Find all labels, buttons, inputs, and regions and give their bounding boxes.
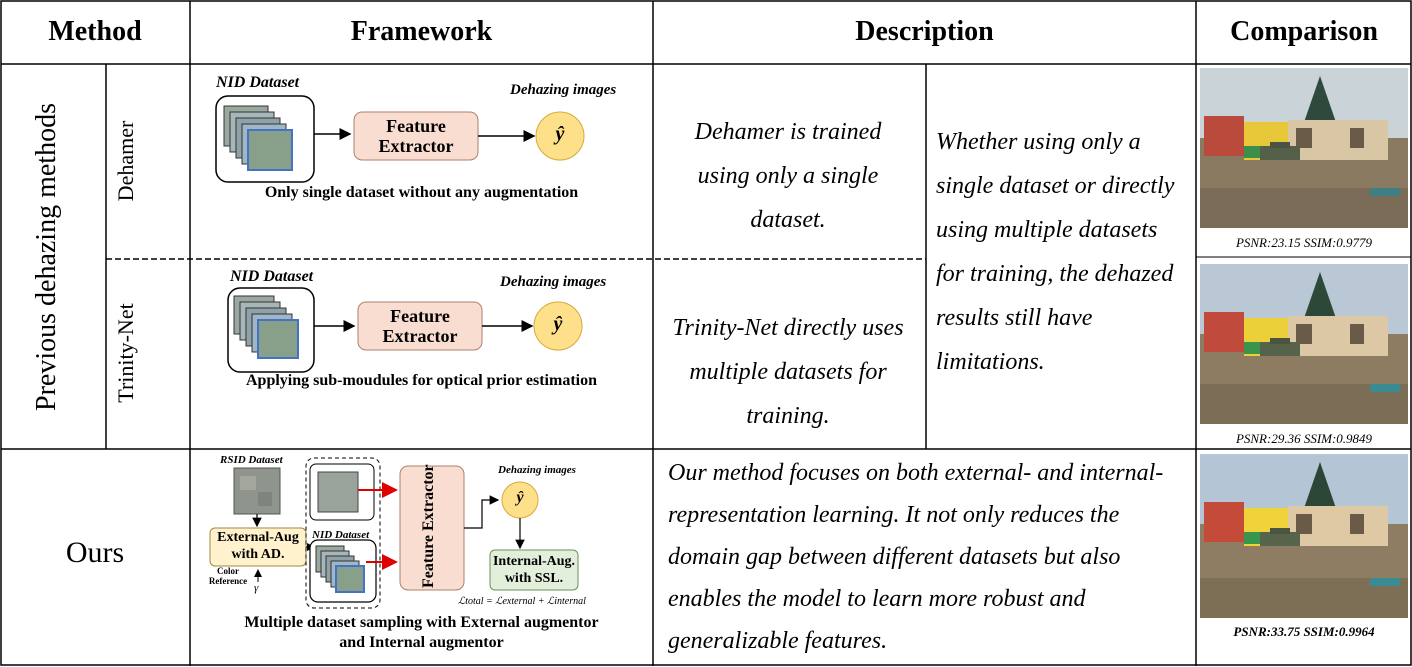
method-label-dehamer: Dehamer	[113, 120, 138, 202]
output-label: Dehazing images	[510, 82, 617, 98]
framework-diagram-trinity-net: NID Dataset Dehazing images Feature Extr…	[222, 266, 642, 396]
internal-aug-box: Internal-Aug. with SSL.	[490, 553, 578, 587]
metric-ours: PSNR:33.75 SSIM:0.9964	[1233, 624, 1375, 639]
prediction-symbol: ŷ	[555, 123, 565, 145]
description-trinity-net: Trinity-Net directly uses multiple datas…	[672, 315, 904, 429]
feature-extractor-box: Feature Extractor	[420, 464, 437, 588]
method-label-ours: Ours	[65, 536, 125, 569]
extractor-line-1: Feature	[390, 306, 450, 326]
description-dehamer: Dehamer is trained using only a single d…	[694, 119, 882, 233]
group-label-previous-methods: Previous dehazing methods	[31, 103, 62, 411]
ext-aug-line-2: with AD.	[231, 547, 285, 562]
description-shared: Whether using only a single dataset or d…	[936, 129, 1175, 375]
prediction-symbol: ŷ	[516, 489, 524, 506]
color-ref-line-2: Reference	[208, 576, 248, 586]
method-label-trinity-net: Trinity-Net	[113, 303, 138, 403]
gamma-symbol: γ	[254, 582, 259, 594]
result-image-dehamer	[1200, 68, 1408, 228]
output-label: Dehazing images	[500, 274, 607, 290]
prediction-symbol: ŷ	[553, 313, 563, 335]
header-framework: Framework	[350, 16, 493, 47]
nid-dataset-label: NID Dataset	[312, 529, 370, 541]
framework-diagram-dehamer: NID Dataset Dehazing images Feature Extr…	[210, 70, 650, 210]
extractor-line-2: Extractor	[382, 326, 458, 346]
external-aug-box: External-Aug with AD.	[210, 529, 306, 563]
description-ours: Our method focuses on both external- and…	[668, 460, 1164, 654]
result-image-ours	[1200, 454, 1408, 618]
caption-line-2: and Internal augmentor	[339, 634, 504, 651]
color-ref-line-1: Color	[217, 566, 239, 576]
header-comparison: Comparison	[1230, 16, 1378, 47]
int-aug-line-2: with SSL.	[504, 571, 564, 586]
framework-caption-ours: Multiple dataset sampling with External …	[190, 613, 653, 653]
rsid-dataset-label: RSID Dataset	[220, 454, 283, 466]
feature-extractor-box: Feature Extractor	[354, 116, 478, 156]
metric-trinity-net: PSNR:29.36 SSIM:0.9849	[1235, 431, 1373, 446]
framework-diagram-ours: RSID Dataset NID Dataset External-Aug wi…	[196, 452, 651, 612]
framework-caption-dehamer: Only single dataset without any augmenta…	[264, 184, 579, 201]
ext-aug-line-1: External-Aug	[217, 530, 299, 545]
dataset-label: NID Dataset	[216, 74, 300, 91]
metric-dehamer: PSNR:23.15 SSIM:0.9779	[1235, 235, 1373, 250]
dataset-label: NID Dataset	[230, 268, 314, 285]
result-image-trinity-net	[1200, 264, 1408, 424]
header-description: Description	[855, 16, 994, 47]
extractor-line-2: Extractor	[378, 136, 454, 156]
header-method: Method	[48, 16, 142, 47]
caption-line-1: Multiple dataset sampling with External …	[244, 614, 599, 631]
framework-caption-trinity-net: Applying sub-moudules for optical prior …	[245, 372, 597, 389]
color-reference-label: Color Reference	[198, 566, 258, 586]
extractor-line-1: Feature	[386, 116, 446, 136]
feature-extractor-box: Feature Extractor	[358, 306, 482, 346]
int-aug-line-1: Internal-Aug.	[492, 554, 576, 569]
loss-formula: ℒtotal = ℒexternal + ℒinternal	[458, 596, 586, 607]
output-label: Dehazing images	[498, 464, 576, 476]
